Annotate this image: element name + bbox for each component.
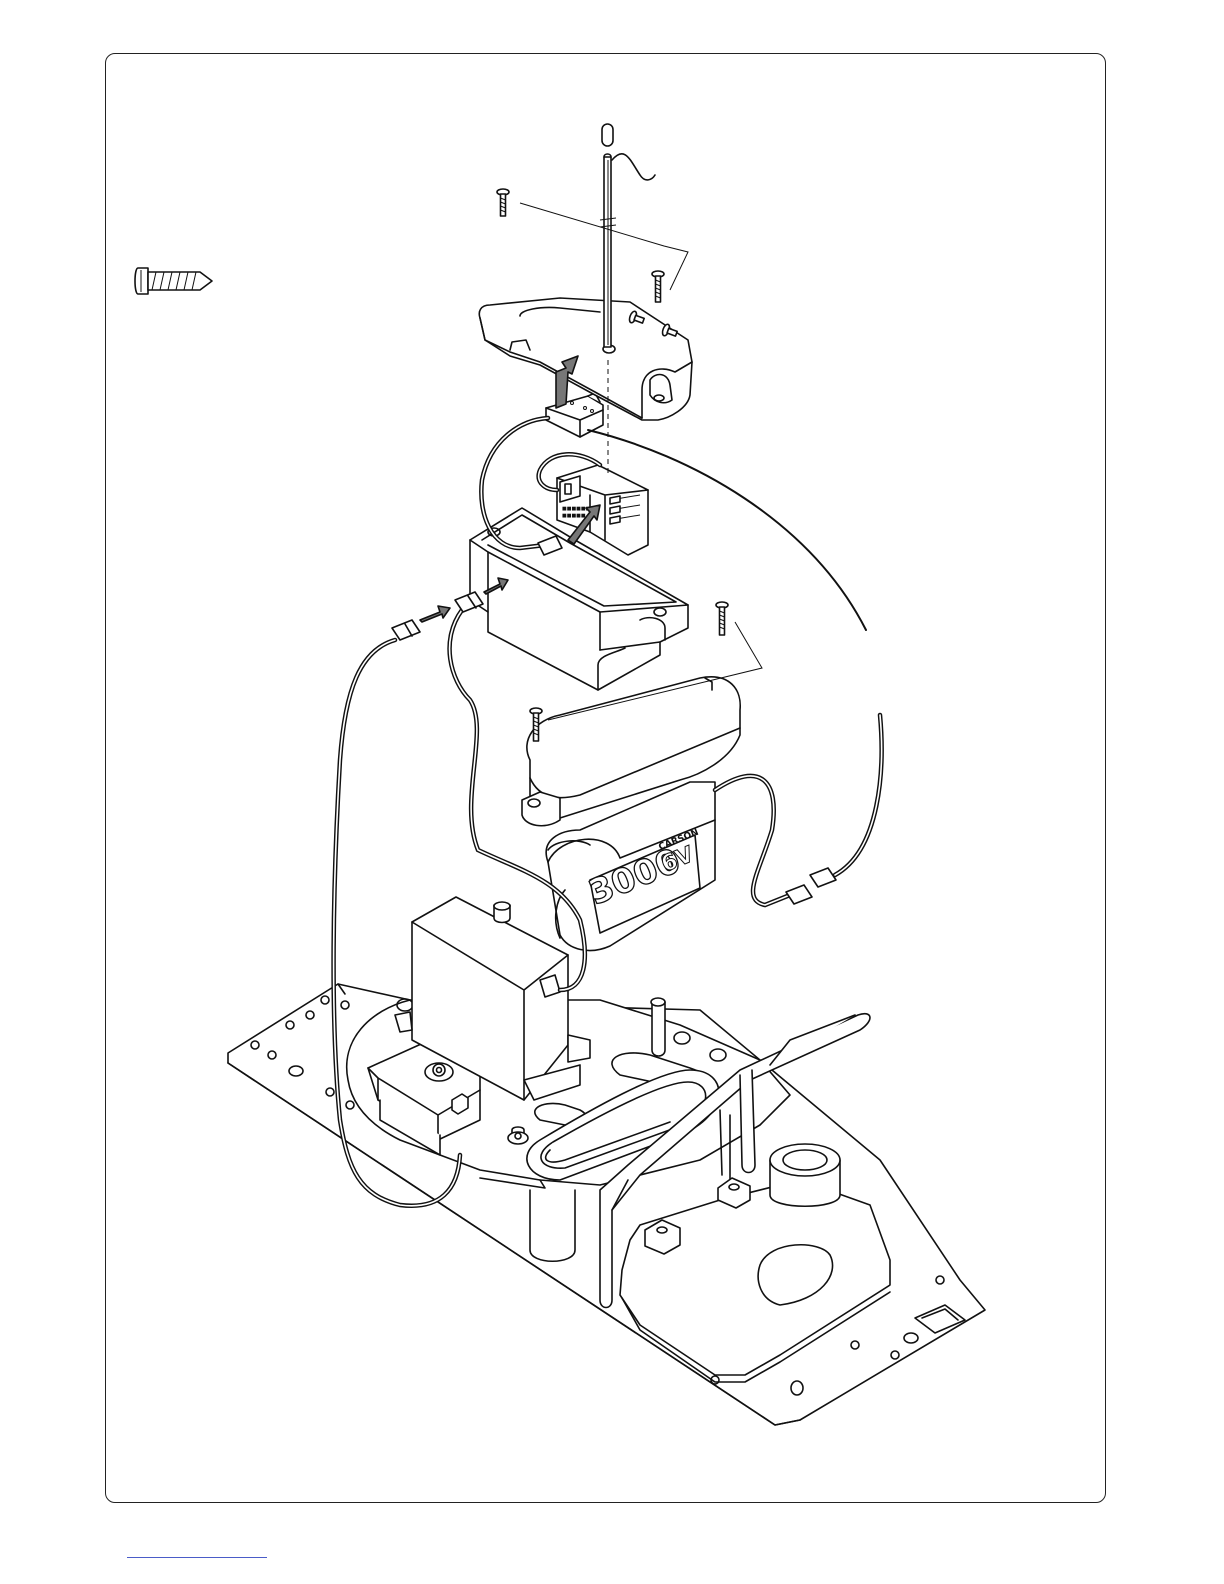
connector-battery-a [786, 885, 812, 904]
screw-lid-right [652, 271, 664, 302]
svg-text:■■■■■: ■■■■■ [562, 513, 586, 519]
screw-callout-icon [135, 268, 212, 294]
connector-servo-lead [392, 620, 420, 640]
switch [546, 393, 603, 437]
fuel-tank-stem [530, 1190, 575, 1261]
connector-battery-b [810, 868, 836, 887]
screw-battery-right [716, 602, 728, 635]
antenna [600, 124, 655, 475]
arrow-connector-1 [420, 606, 450, 622]
screw-lid-left [497, 189, 509, 216]
footer-rule [127, 1557, 267, 1558]
